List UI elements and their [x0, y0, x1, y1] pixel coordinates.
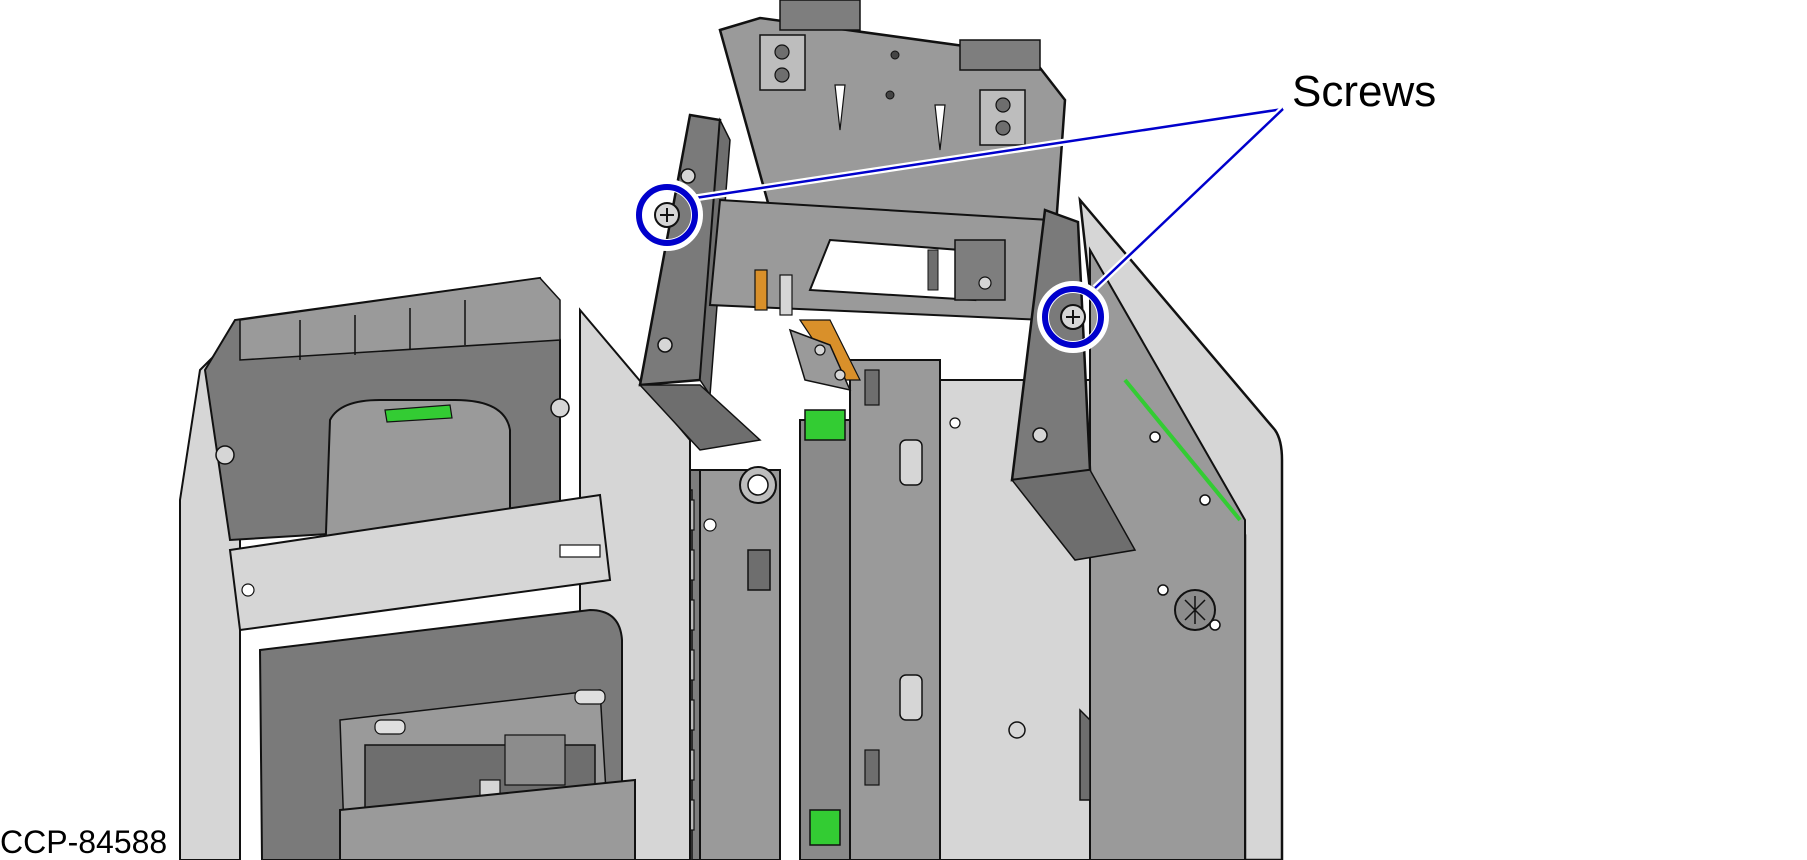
mounting-bracket [638, 0, 1137, 561]
screw-highlight-left [631, 179, 703, 251]
figure-id: CCP-84588 [0, 824, 168, 860]
right-chassis-panel [1078, 196, 1284, 860]
screw-highlight-right [1037, 281, 1109, 353]
callout-leaders [694, 105, 1286, 291]
callout-label-screws: Screws [1292, 67, 1437, 116]
left-enclosure [179, 276, 691, 860]
